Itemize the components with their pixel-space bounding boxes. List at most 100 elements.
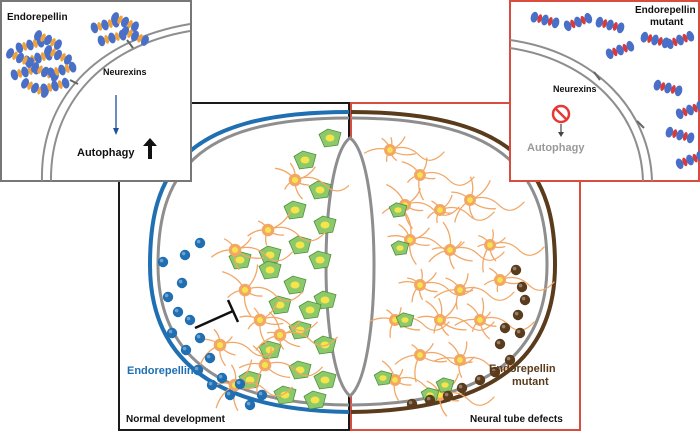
inset-autophagy-label: Autophagy xyxy=(77,147,135,159)
endorepellin-dot xyxy=(194,237,206,249)
neuron-cell xyxy=(398,268,475,303)
neuron-cell xyxy=(477,229,545,273)
inset-neurexins-label: Neurexins xyxy=(103,67,147,77)
inset-mutant-title-line1: Endorepellin xyxy=(635,5,696,16)
endorepellin-mutant-protein-cluster xyxy=(530,11,700,170)
endorepellin-mutant-dot xyxy=(424,394,436,406)
protein-molecule xyxy=(6,48,34,68)
neuron-cell xyxy=(394,342,475,383)
endorepellin-protein-cluster xyxy=(6,12,149,98)
glia-cell xyxy=(313,370,337,390)
glia-cell xyxy=(258,245,282,265)
neural-tube-inner-right xyxy=(350,116,549,407)
neuron-cell xyxy=(454,297,535,340)
protein-molecule xyxy=(665,126,695,144)
endorepellin-dot xyxy=(256,389,268,401)
neural-tube-lumen xyxy=(324,136,376,398)
endorepellin-dot xyxy=(157,256,169,268)
protein-molecule xyxy=(40,77,70,95)
inset-mutant-autophagy-label: Autophagy xyxy=(527,142,585,154)
endorepellin-mutant-dot xyxy=(512,309,524,321)
glia-cell xyxy=(303,390,327,410)
endorepellin-mutant-dot xyxy=(494,338,506,350)
neuron-cell xyxy=(199,328,279,367)
glia-cell xyxy=(293,150,317,170)
endorepellin-dot xyxy=(172,306,184,318)
neuron-cell xyxy=(210,236,294,271)
protein-molecule xyxy=(97,29,127,47)
neuron-cell xyxy=(433,273,515,310)
protein-molecule xyxy=(563,12,593,32)
endorepellin-dot xyxy=(206,379,218,391)
endorepellin-dot xyxy=(180,344,192,356)
neuron-cell xyxy=(417,297,495,337)
protein-molecule xyxy=(605,40,635,60)
inset-endorepellin-title: Endorepellin xyxy=(7,12,68,23)
glia-cell xyxy=(258,260,282,280)
protein-molecule xyxy=(90,16,120,34)
signal-arrow-head xyxy=(113,128,119,135)
protein-molecule xyxy=(675,150,700,170)
neuron-cell xyxy=(247,210,327,246)
inset-mutant-title-line2: mutant xyxy=(650,17,684,28)
neural-tube-defects-label: Neural tube defects xyxy=(470,414,563,425)
endorepellin-mutant-dot xyxy=(514,327,526,339)
glia-cell xyxy=(435,377,455,393)
glia-cell xyxy=(298,300,322,320)
endorepellin-mutant-dot xyxy=(489,366,501,378)
glia-cell xyxy=(308,250,332,270)
neuron-cell xyxy=(433,341,515,379)
cell-membrane-outer xyxy=(40,23,191,182)
neuron-cell xyxy=(238,345,324,394)
protein-molecule xyxy=(665,30,695,50)
endorepellin-dot xyxy=(224,389,236,401)
inset-normal: Endorepellin Neurexins Autophagy xyxy=(0,0,192,182)
protein-molecule xyxy=(653,79,683,97)
neurexin-receptor-icon xyxy=(69,39,134,85)
endorepellin-mutant-dot xyxy=(510,264,522,276)
endorepellin-dot xyxy=(194,332,206,344)
inhibition-icon xyxy=(194,299,240,330)
protein-molecule xyxy=(44,45,72,65)
endorepellin-dot xyxy=(244,399,256,411)
neuron-cell xyxy=(255,311,339,351)
endorepellin-mutant-dot xyxy=(519,294,531,306)
protein-molecule xyxy=(595,16,625,34)
endorepellin-dot xyxy=(216,372,228,384)
up-arrow-icon xyxy=(143,138,157,159)
blocked-signal-arrow-head xyxy=(558,132,564,137)
endorepellin-dot xyxy=(192,364,204,376)
glia-cell xyxy=(283,275,307,295)
cell-membrane-inner xyxy=(509,47,644,182)
prohibition-icon xyxy=(551,104,571,124)
glia-cell xyxy=(318,128,342,148)
cell-layer-mutant xyxy=(363,136,555,417)
endorepellin-mutant-dot xyxy=(442,390,454,402)
endorepellin-secreted-label: Endorepellin xyxy=(127,365,194,377)
endorepellin-dot xyxy=(179,249,191,261)
glia-cell xyxy=(395,312,415,328)
neuron-cell xyxy=(401,157,475,201)
neuron-cell xyxy=(221,264,304,317)
endorepellin-mutant-dot xyxy=(516,281,528,293)
endorepellin-mutant-dot xyxy=(504,354,516,366)
inset-mutant: Endorepellin mutant Neurexins Autophagy xyxy=(509,0,700,182)
glia-cell xyxy=(390,240,410,256)
endorepellin-dot xyxy=(234,378,246,390)
neurexin-receptor-icon xyxy=(593,71,645,129)
endorepellin-dot xyxy=(204,352,216,364)
endorepellin-mutant-label-line1: Endorepellin xyxy=(489,363,556,375)
normal-development-label: Normal development xyxy=(126,414,226,425)
cell-membrane-outer xyxy=(509,39,653,182)
protein-molecule xyxy=(530,11,560,29)
protein-molecule xyxy=(121,26,149,46)
protein-molecule xyxy=(34,30,62,50)
protein-molecule xyxy=(47,61,77,79)
glia-cell xyxy=(388,202,408,218)
neuron-cell xyxy=(363,136,445,162)
cell-membrane-inner xyxy=(49,30,191,182)
glia-cell xyxy=(288,320,312,340)
endorepellin-mutant-dot xyxy=(474,374,486,386)
